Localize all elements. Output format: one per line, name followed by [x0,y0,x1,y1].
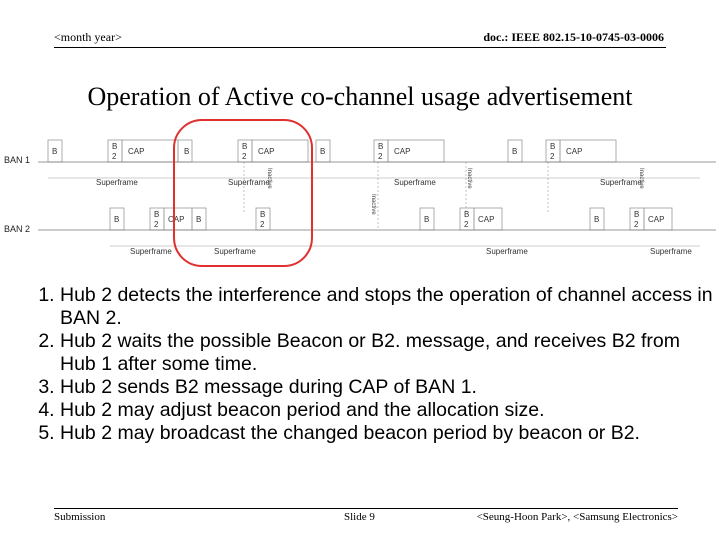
ban2-beacon-2: B [196,215,201,224]
ban1-beacon-4: B [512,147,517,156]
step-2: Hub 2 waits the possible Beacon or B2. m… [60,330,720,376]
footer-rule [54,508,678,509]
ban1-cap-2: CAP [258,147,274,156]
steps-list: Hub 2 detects the interference and stops… [30,284,720,445]
footer-submission: Submission [54,511,106,523]
step-4: Hub 2 may adjust beacon period and the a… [60,399,720,422]
ban1-superframe-2: Superframe [228,178,270,187]
ban1-label: BAN 1 [4,155,30,165]
ban2-superframe-3: Superframe [486,247,528,256]
ban2-b2-1-num: 2 [154,220,159,229]
ban1-beacon-2: B [184,147,189,156]
ban2-beacon-1: B [114,215,119,224]
ban2-b2-1: B [154,210,159,219]
ban2-beacon-4: B [594,215,599,224]
ban1-superframe-4: Superframe [600,178,642,187]
ban1-b2-4-num: 2 [550,152,555,161]
ban2-cap-1: CAP [168,215,184,224]
ban1-superframe-1: Superframe [96,178,138,187]
ban2-cap-4: CAP [648,215,664,224]
ban1-b2-2-num: 2 [242,152,247,161]
inactive-label-4: Inactive [638,168,644,189]
ban1-superframe-3: Superframe [394,178,436,187]
ban2-b2-3: B [464,210,469,219]
footer-author: <Seung-Hoon Park>, <Samsung Electronics> [476,511,678,523]
ban1-cap-3: CAP [394,147,410,156]
ban2-b2-4-num: 2 [634,220,639,229]
ban2-slots [109,207,673,231]
superframe-diagram: BAN 1 BAN 2 B B 2 CAP B B 2 CAP B B 2 C [4,119,716,267]
step-5: Hub 2 may broadcast the changed beacon p… [60,422,720,445]
inactive-label-1: Inactive [266,168,272,189]
slide-title: Operation of Active co-channel usage adv… [87,82,633,111]
ban1-beacon-3: B [320,147,325,156]
inactive-label-3: Inactive [466,168,472,189]
ban2-b2-4: B [634,210,639,219]
ban2-superframe-2: Superframe [214,247,256,256]
ban2-cap-3: CAP [478,215,494,224]
ban2-b2-2-num: 2 [260,220,265,229]
step-3: Hub 2 sends B2 message during CAP of BAN… [60,376,720,399]
ban1-b2-3-num: 2 [378,152,383,161]
ban1-b2-4: B [550,142,555,151]
ban2-beacon-3: B [424,215,429,224]
ban1-b2-1: B [112,142,117,151]
ban1-beacon-1: B [52,147,57,156]
ban2-label: BAN 2 [4,224,30,234]
ban1-b2-3: B [378,142,383,151]
ban2-b2-2: B [260,210,265,219]
header-rule [54,47,666,48]
ban2-superframe-1: Superframe [130,247,172,256]
inactive-label-2: Inactive [370,194,376,215]
header-date: <month year> [54,30,122,44]
ban1-cap-4: CAP [566,147,582,156]
ban2-superframe-4: Superframe [650,247,692,256]
ban1-b2-1-num: 2 [112,152,117,161]
footer-slide-number: Slide 9 [344,511,375,523]
step-1: Hub 2 detects the interference and stops… [60,284,720,330]
ban1-cap-1: CAP [128,147,144,156]
ban2-b2-3-num: 2 [464,220,469,229]
ban1-b2-2: B [242,142,247,151]
highlight-circle [173,119,313,267]
header-doc-id: doc.: IEEE 802.15-10-0745-03-0006 [483,30,664,44]
